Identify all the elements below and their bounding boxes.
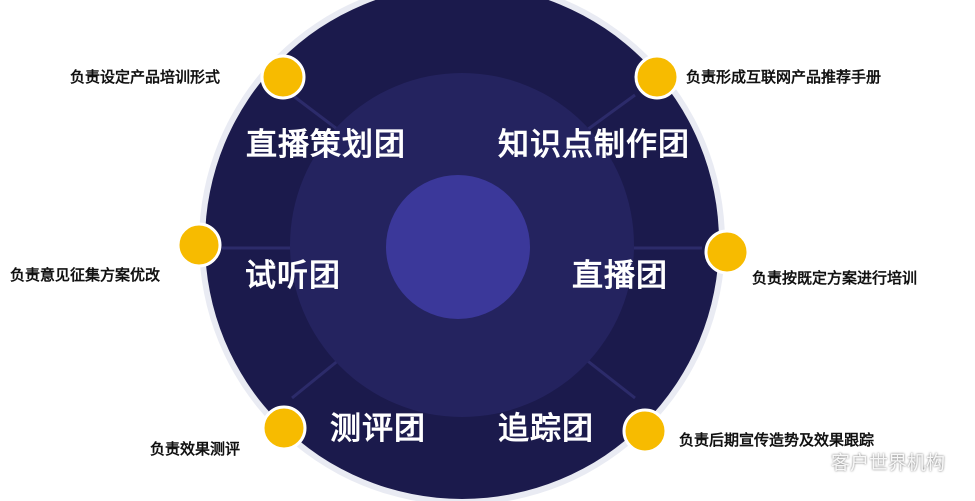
team-evaluation: 测评团: [330, 411, 426, 447]
watermark: 客户世界机构: [801, 448, 945, 475]
team-live: 直播团: [572, 258, 668, 294]
desc-tracking: 负责后期宣传造势及效果跟踪: [679, 431, 875, 449]
dot-knowledge: [634, 54, 680, 100]
dot-tracking: [622, 408, 668, 454]
dot-trial: [176, 222, 222, 268]
desc-planning: 负责设定产品培训形式: [70, 68, 221, 86]
watermark-text: 客户世界机构: [830, 452, 945, 474]
desc-knowledge: 负责形成互联网产品推荐手册: [686, 68, 882, 86]
dot-planning: [260, 54, 306, 100]
dot-live: [704, 229, 750, 275]
inner-circle: [386, 175, 530, 319]
desc-trial: 负责意见征集方案优改: [10, 266, 161, 284]
team-tracking: 追踪团: [498, 411, 594, 447]
team-planning: 直播策划团: [246, 127, 406, 163]
desc-live: 负责按既定方案进行培训: [752, 269, 918, 287]
dot-evaluation: [261, 405, 307, 451]
team-trial: 试听团: [245, 258, 341, 294]
desc-evaluation: 负责效果测评: [150, 440, 241, 458]
connector-dots: [176, 54, 750, 454]
wechat-icon: [801, 451, 827, 472]
team-knowledge: 知识点制作团: [498, 127, 690, 163]
